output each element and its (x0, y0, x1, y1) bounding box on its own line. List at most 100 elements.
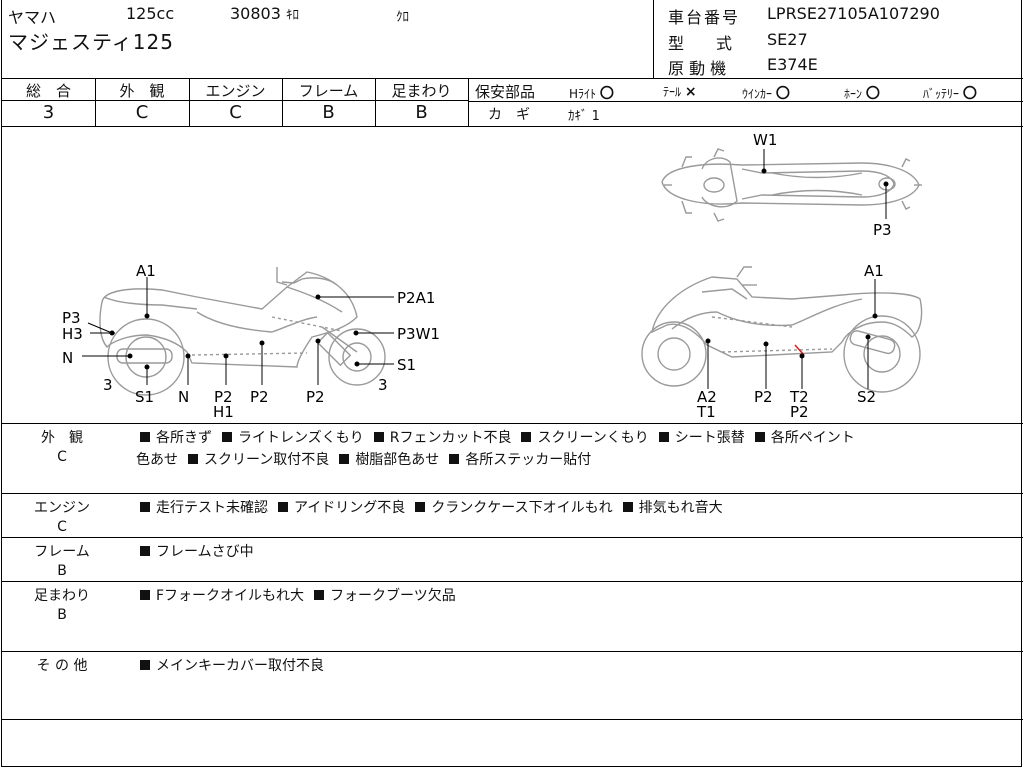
bullet-square-icon (222, 432, 232, 442)
frame-no: LPRSE27105A107290 (767, 4, 940, 23)
left-label-3-right: 3 (378, 376, 388, 394)
right-label-p2-b: P2 (790, 403, 809, 421)
remark-item: Fフォークオイルもれ大 (156, 588, 305, 604)
engine-label: 原 動 機 (668, 59, 727, 78)
frame-no-label: 車台番号 (668, 8, 741, 27)
left-label-p2-c: P2 (306, 388, 325, 406)
bullet-square-icon (754, 432, 765, 442)
left-label-n-bottom: N (178, 388, 189, 406)
remark-item: シート張替 (674, 430, 745, 446)
bullet-square-icon (140, 546, 150, 556)
bullet-square-icon (415, 502, 426, 512)
right-label-t2: T2 (789, 388, 809, 406)
top-label-p3: P3 (873, 221, 892, 239)
remark-item: スクリーン取付不良 (204, 452, 330, 468)
top-label-w1: W1 (753, 131, 777, 149)
grade-frame-value: B (322, 102, 335, 123)
remark-line: 走行テスト未確認 アイドリング不良 クランクケース下オイルもれ 排気もれ音大 (136, 497, 729, 517)
model-code-label: 型 式 (668, 34, 733, 53)
left-label-p3w1: P3W1 (397, 325, 440, 343)
right-label-a1: A1 (864, 262, 884, 280)
bullet-square-icon (140, 432, 150, 442)
remark-item: 各所ステッカー貼付 (465, 452, 592, 468)
grade-exterior-label: 外 観 (119, 82, 165, 100)
remark-item: 樹脂部色あせ (355, 452, 440, 468)
model-name: マジェスティ125 (8, 30, 174, 54)
key-value: ｶｷﾞ 1 (568, 109, 600, 124)
remark-label: そ の 他 (36, 658, 88, 674)
bullet-square-icon (449, 454, 460, 464)
bullet-square-icon (188, 454, 198, 464)
remark-item: 排気もれ音大 (638, 500, 723, 516)
left-label-p3: P3 (62, 309, 81, 327)
grade-overall-value: 3 (42, 102, 55, 123)
grade-suspension-value: B (415, 102, 428, 123)
grade-overall-label: 総 合 (25, 82, 71, 100)
remark-label: 外 観 (41, 430, 83, 446)
remark-line: メインキーカバー取付不良 (136, 655, 330, 675)
bullet-square-icon (339, 454, 350, 464)
left-label-s1-right: S1 (397, 356, 416, 374)
remark-grade: C (57, 519, 67, 535)
remark-item: フォークブーツ欠品 (330, 588, 456, 604)
scooter-top-view (661, 148, 922, 222)
safety-battery: ﾊﾞｯﾃﾘｰ 〇 (923, 86, 977, 102)
safety-horn: ﾎｰﾝ 〇 (844, 86, 880, 102)
scooter-right-view (641, 266, 923, 393)
remark-item: 走行テスト未確認 (156, 500, 268, 516)
bullet-square-icon (140, 502, 150, 512)
mileage-unit: ｷﾛ (286, 8, 299, 23)
key-label: カ ギ (488, 107, 530, 123)
safety-headlight: Hﾗｲﾄ 〇 (569, 86, 614, 102)
remark-item: 色あせ (136, 452, 178, 468)
remark-grade: B (57, 563, 67, 579)
left-label-n: N (62, 349, 73, 367)
remark-item: スクリーンくもり (537, 430, 649, 446)
remark-line: 色あせ スクリーン取付不良 樹脂部色あせ 各所ステッカー貼付 (136, 449, 597, 469)
scooter-left-view (99, 267, 386, 396)
maker: ヤマハ (8, 8, 57, 27)
engine-code: E374E (767, 55, 818, 74)
remark-grade: C (57, 449, 67, 465)
remark-item: Rフェンカット不良 (389, 430, 512, 446)
remark-item: クランクケース下オイルもれ (431, 500, 613, 516)
grade-engine-value: C (229, 102, 242, 123)
safety-winker: ｳｲﾝｶｰ 〇 (742, 86, 790, 102)
model-code: SE27 (767, 30, 808, 49)
left-label-p2a1: P2A1 (397, 289, 435, 307)
color: ｸﾛ (396, 10, 409, 25)
bullet-square-icon (314, 590, 325, 600)
left-label-p2-b: P2 (250, 388, 269, 406)
grade-engine-label: エンジン (205, 82, 266, 100)
remark-line: フレームさび中 (136, 541, 260, 561)
safety-tail: ﾃｰﾙ × (663, 84, 697, 100)
remark-item: ライトレンズくもり (238, 430, 364, 446)
right-label-a2: A2 (697, 388, 717, 406)
remark-item: 各所ペイント (770, 430, 855, 446)
left-label-3-left: 3 (103, 376, 113, 394)
remark-label: フレーム (34, 544, 90, 560)
bullet-square-icon (373, 432, 384, 442)
grade-frame-label: フレーム (298, 82, 359, 100)
bullet-square-icon (521, 432, 532, 442)
right-label-t1: T1 (696, 403, 716, 421)
bullet-square-icon (658, 432, 669, 442)
remark-label: エンジン (34, 500, 90, 516)
left-label-a1: A1 (136, 262, 156, 280)
right-label-p2: P2 (754, 388, 773, 406)
remark-item: アイドリング不良 (294, 500, 406, 516)
left-label-h3: H3 (62, 325, 83, 343)
mileage: 30803 ｷﾛ (230, 4, 299, 23)
left-label-s1: S1 (135, 388, 154, 406)
remark-item: フレームさび中 (156, 544, 254, 560)
remark-item: 各所きず (156, 430, 212, 446)
bullet-square-icon (140, 590, 150, 600)
grade-suspension-label: 足まわり (391, 82, 452, 100)
remark-line: Fフォークオイルもれ大 フォークブーツ欠品 (136, 585, 462, 605)
bullet-square-icon (140, 660, 150, 670)
safety-label: 保安部品 (475, 83, 536, 101)
grade-exterior-value: C (135, 102, 149, 123)
remark-grade: B (57, 607, 67, 623)
damage-diagram: W1 P3 A1 P2A1 P3 H3 P3W1 N S1 3 S1 N P2 … (62, 131, 923, 421)
